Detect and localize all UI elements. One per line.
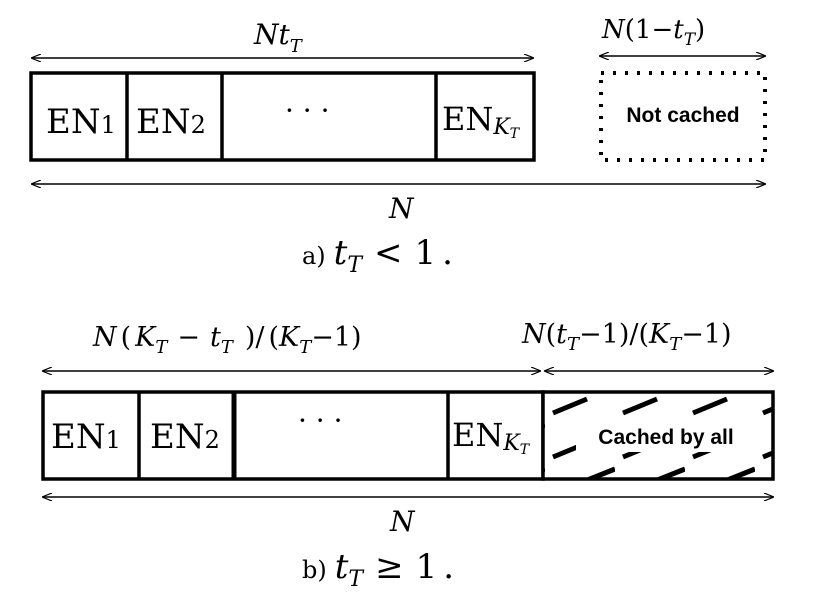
fully-cached-length-label: N(tT−1)/(KT−1) [521,319,732,355]
not-cached-label: Not cached [626,104,739,127]
cached-by-all-label: Cached by all [598,426,733,449]
edge-node-1-label: EN1 [51,417,121,457]
panel-b: N(KT−tT)/(KT−1) N(tT−1)/(KT−1) EN1 EN2 ·… [41,319,775,592]
total-length-label: N [389,505,416,538]
cached-length-label: NtT [253,18,304,57]
edge-node-2-label: EN2 [150,417,220,457]
not-cached-region [599,71,767,162]
total-length-label: N [388,192,415,225]
partial-cached-length-label: N(KT−tT)/(KT−1) [92,322,362,358]
edge-node-2-label: EN2 [136,102,206,142]
edge-node-k-label: ENKT [442,100,521,142]
uncached-length-label: N(1−tT) [601,15,705,50]
caption-a: a)tT<1. [302,233,453,278]
ellipsis: · · · [285,94,330,127]
panel-a: NtT N(1−tT) EN1 EN2 · · · ENKT Not cache… [29,15,767,278]
ellipsis: · · · [298,404,343,437]
edge-node-k-label: ENKT [452,416,531,458]
cached-blocks-frame [29,71,536,162]
caption-b: b)tT≥1. [302,547,454,592]
cached-by-all-label-bg [576,422,756,452]
edge-node-1-label: EN1 [46,102,116,142]
